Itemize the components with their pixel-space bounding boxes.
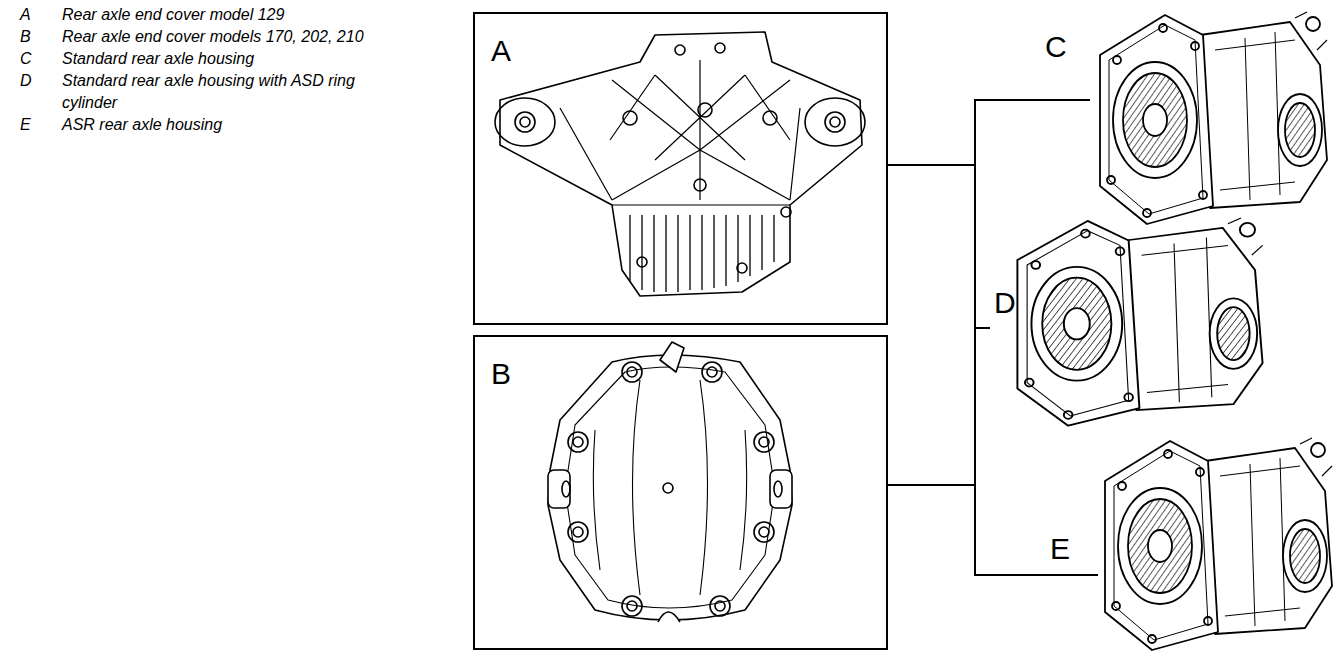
housing-figure: C	[1090, 12, 1330, 220]
figure-letter: C	[1045, 32, 1067, 62]
figure-letter: A	[491, 36, 511, 66]
cover-panel: A	[473, 12, 888, 325]
figure-letter: E	[1050, 534, 1070, 564]
figure-letter: B	[491, 359, 511, 389]
connector-line	[888, 485, 1098, 575]
key-letter: B	[20, 26, 31, 48]
key-description: Standard rear axle housing with ASD ring…	[62, 70, 392, 114]
connector-line	[888, 328, 990, 485]
housing-figure: D	[990, 214, 1265, 428]
connector-line	[888, 165, 1098, 575]
connector-line	[888, 100, 1090, 165]
figure-letter: D	[994, 288, 1016, 318]
key-description: ASR rear axle housing	[62, 114, 392, 136]
housing-figure: E	[1098, 434, 1334, 646]
key-letter: C	[20, 48, 32, 70]
key-description: Rear axle end cover model 129	[62, 4, 392, 26]
connector-line	[888, 100, 1090, 485]
cover-panel: B	[473, 335, 888, 650]
key-description: Rear axle end cover models 170, 202, 210	[62, 26, 392, 48]
key-letter: E	[20, 114, 31, 136]
key-letter: A	[20, 4, 31, 26]
key-letter: D	[20, 70, 32, 92]
key-description: Standard rear axle housing	[62, 48, 392, 70]
